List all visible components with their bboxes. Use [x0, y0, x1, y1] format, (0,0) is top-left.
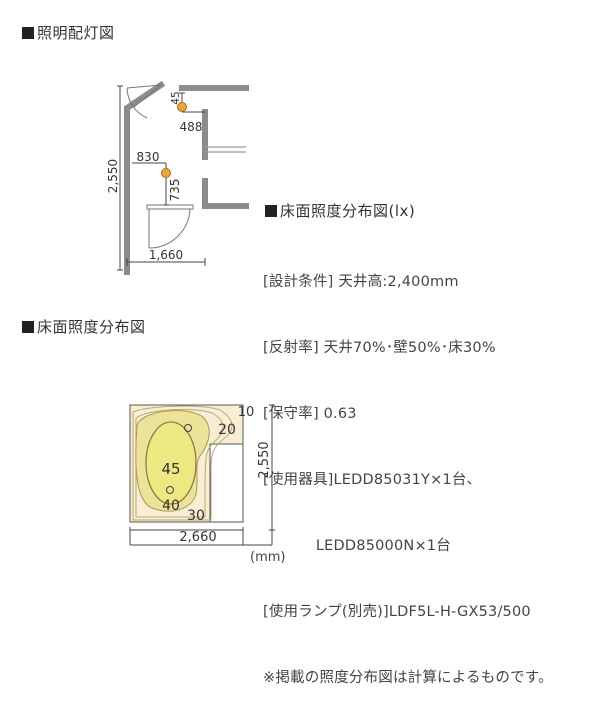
diagram-canvas: 2,550 1,660 830 735 488 45 45 40 30 20 — [106, 80, 275, 546]
dim-width-label: 1,660 — [149, 248, 183, 262]
lamp-marker-1-icon — [184, 424, 192, 432]
distribution-height-label: 2,550 — [257, 441, 272, 478]
dim-488-label: 488 — [180, 120, 203, 134]
layout-heading: 照明配灯図 — [22, 22, 115, 43]
dim-830-label: 830 — [137, 150, 160, 164]
distribution-conditions-heading: 床面照度分布図(lx) — [265, 200, 415, 221]
wall-notch — [209, 443, 244, 523]
distribution-heading: 床面照度分布図 — [22, 316, 146, 337]
unit-label: (mm) — [250, 550, 286, 565]
heading-square-icon — [265, 205, 277, 217]
level-10-label: 10 — [238, 405, 255, 420]
lamp-marker-2-icon — [166, 486, 174, 494]
corridor-lines — [205, 146, 246, 153]
lighting-layout-plan: 2,550 1,660 830 735 488 45 — [106, 80, 249, 275]
condition-maintenance: [保守率] 0.63 — [263, 406, 357, 422]
condition-design: [設計条件] 天井高:2,400mm — [263, 274, 459, 290]
dim-735-label: 735 — [168, 179, 182, 202]
condition-fixture-1: [使用器具]LEDD85031Y×1台、 — [263, 472, 482, 488]
contour-30 — [135, 409, 224, 518]
walls — [124, 80, 249, 275]
door-swing-bottom — [146, 204, 194, 249]
dim-height-label: 2,550 — [106, 159, 120, 193]
inner-wall-lower — [202, 178, 249, 209]
distribution-width-label: 2,660 — [179, 530, 216, 545]
heading-square-icon — [22, 27, 34, 39]
contour-20 — [132, 405, 233, 521]
distribution-dim-lines — [129, 404, 275, 546]
design-conditions: [設計条件] 天井高:2,400mm [反射率] 天井70%･壁50%･床30%… — [263, 227, 553, 711]
level-20-label: 20 — [218, 422, 236, 438]
condition-note: ※掲載の照度分布図は計算によるものです。 — [263, 670, 553, 686]
level-45-label: 45 — [161, 460, 180, 478]
level-40-label: 40 — [162, 498, 180, 514]
condition-lamp: [使用ランプ(別売)]LDF5L-H-GX53/500 — [263, 604, 531, 620]
condition-fixture-2: LEDD85000N×1台 — [263, 538, 451, 554]
room-box — [129, 404, 244, 523]
level-30-label: 30 — [187, 508, 205, 524]
lamp-2-icon — [161, 168, 171, 178]
condition-reflectance: [反射率] 天井70%･壁50%･床30% — [263, 340, 496, 356]
door-swing-top — [126, 84, 162, 119]
dimension-lines — [117, 85, 206, 271]
illuminance-distribution: 45 40 30 20 10 2,550 2,660 — [129, 404, 275, 546]
zone-45 — [145, 421, 197, 505]
heading-square-icon — [22, 321, 34, 333]
left-wall — [124, 80, 166, 275]
dim-45-label: 45 — [170, 91, 182, 104]
lamp-1-icon — [177, 102, 187, 112]
